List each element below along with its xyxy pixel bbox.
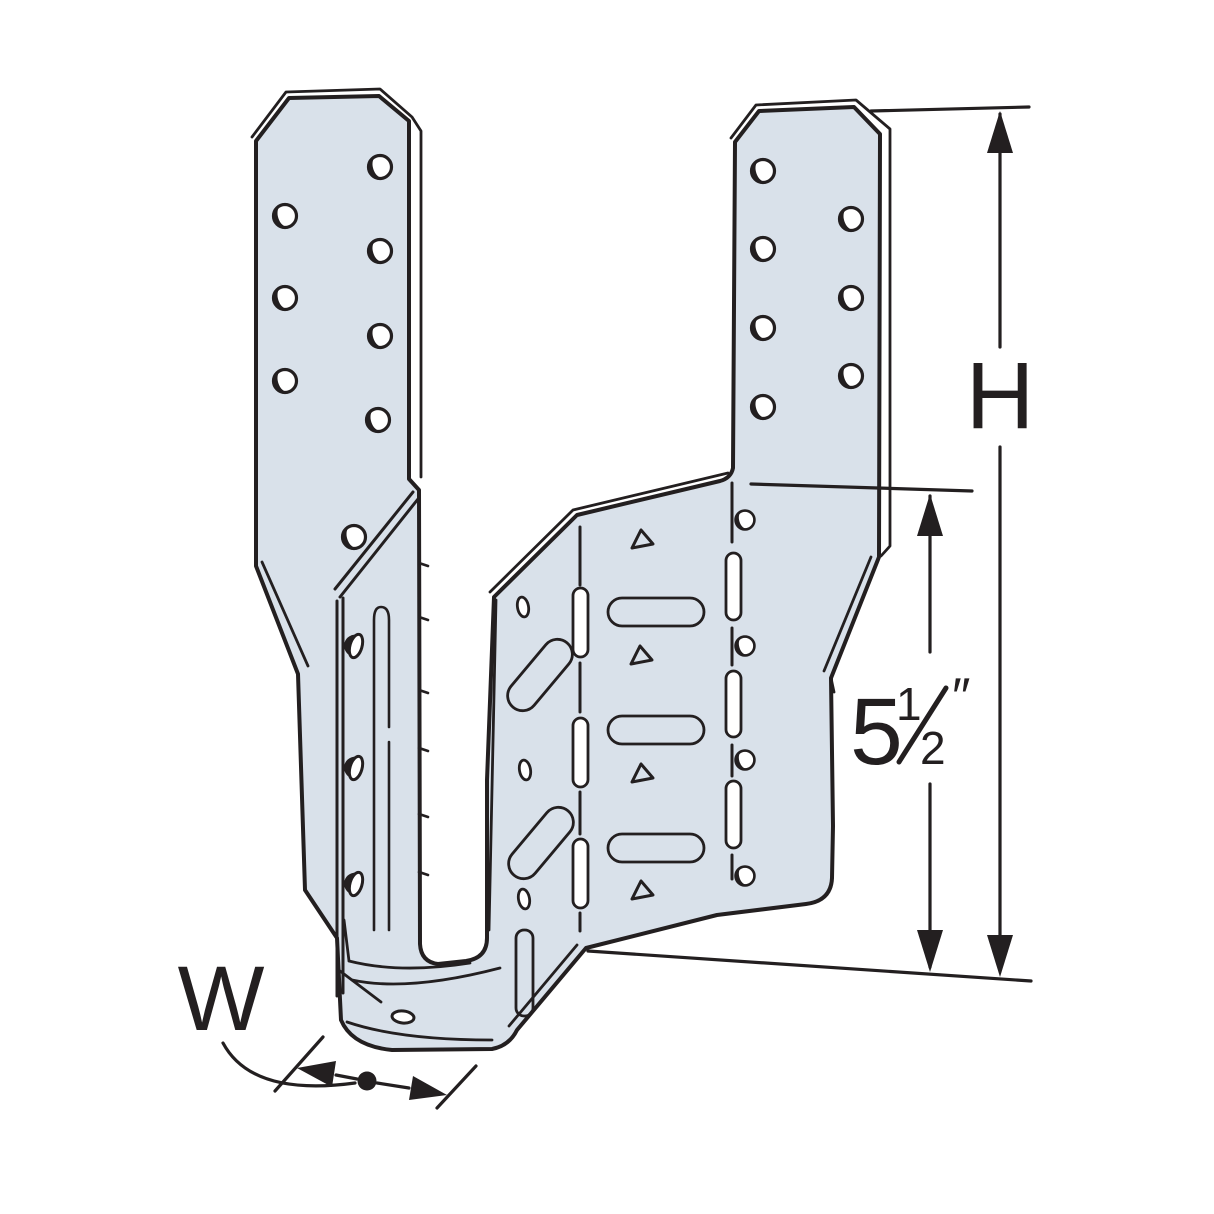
w-arrow-right-icon <box>409 1076 447 1100</box>
leg-rib <box>372 605 391 932</box>
seat-arrow-up-icon <box>917 494 943 536</box>
w-shaft-right <box>375 1081 411 1090</box>
seat-dimension-label: 5 1 2 ″ <box>850 668 970 785</box>
seat-label-unit: ″ <box>952 668 970 726</box>
w-tick-right <box>435 1064 478 1110</box>
dimension-h: H <box>586 105 1035 983</box>
fold-lines <box>333 490 420 998</box>
body-bend-dashes <box>578 481 734 933</box>
leg-edge-notches <box>417 561 430 877</box>
w-shaft-left <box>334 1073 359 1081</box>
seat-label-whole: 5 <box>850 679 903 785</box>
body-small-holes <box>515 595 533 911</box>
dimension-w: W <box>178 948 478 1110</box>
seat-arrow-down-icon <box>917 930 943 972</box>
seat-label-numerator: 1 <box>896 678 922 730</box>
body-diagonal-slots <box>506 637 575 881</box>
dimension-seat-height: 5 1 2 ″ <box>749 482 974 972</box>
seat-details <box>338 918 579 1042</box>
seat-label-denominator: 2 <box>920 722 946 774</box>
h-arrow-up-icon <box>987 111 1013 153</box>
seat-fraction-slash <box>896 685 949 765</box>
w-arrow-left-icon <box>297 1061 336 1087</box>
edge-thickness-lines <box>250 87 892 932</box>
w-tick-left <box>273 1035 325 1093</box>
seat-extension-line-top <box>749 482 974 493</box>
body-horizontal-slots <box>606 596 706 864</box>
hanger-silhouette <box>254 94 882 1052</box>
body-vertical-slots <box>514 551 743 1018</box>
h-label: H <box>966 343 1035 449</box>
h-arrow-down-icon <box>987 935 1013 977</box>
h-extension-line-top <box>869 105 1031 113</box>
hanger-illustration <box>250 87 892 1052</box>
w-leader-arc <box>221 1041 357 1088</box>
w-label: W <box>178 948 265 1050</box>
w-reference-dot <box>357 1071 377 1091</box>
h-extension-line-bottom <box>586 949 1033 983</box>
